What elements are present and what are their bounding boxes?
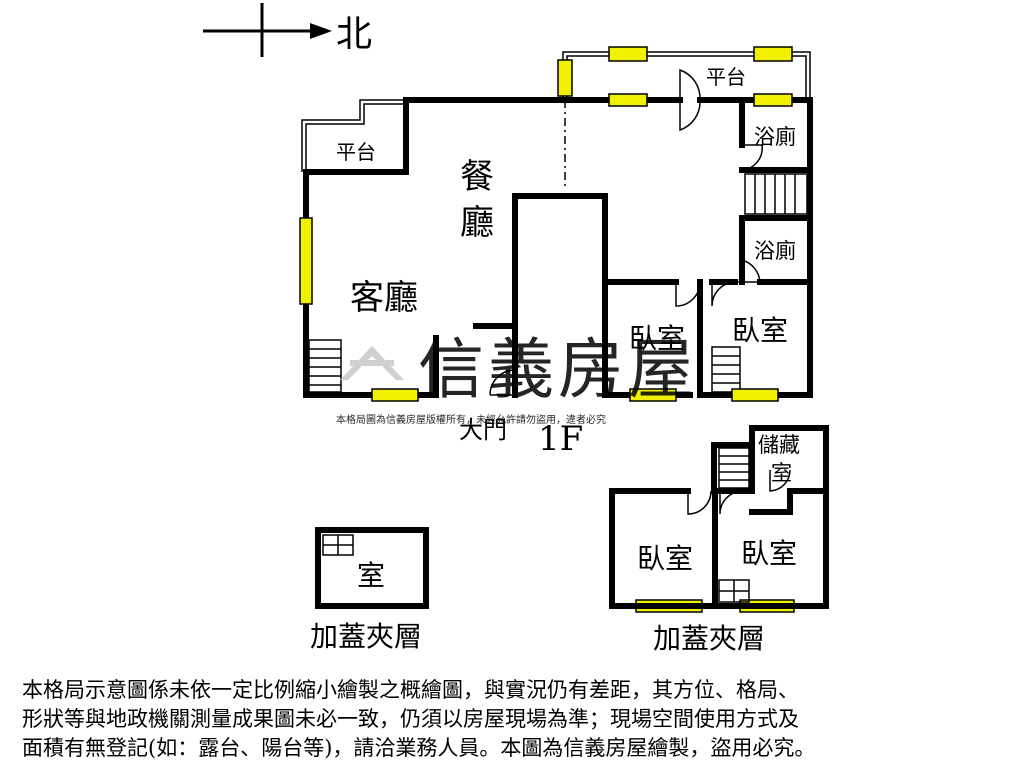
mezzanine-right-doors xyxy=(687,469,791,515)
room-label-dining-1: 餐 xyxy=(460,157,494,197)
room-label-mezz-small-room: 室 xyxy=(357,559,385,592)
mezzanine-left-label: 加蓋夾層 xyxy=(310,620,422,653)
stairs-living xyxy=(308,339,342,393)
room-label-platform-top: 平台 xyxy=(706,65,746,89)
watermark-logo-icon xyxy=(340,346,404,380)
door-swings xyxy=(489,68,763,396)
stairs-bath xyxy=(744,173,808,215)
watermark: 信義房屋 本格局圖為信義房屋版權所有，未經允許請勿盜用，違者必究 xyxy=(336,331,698,426)
compass-label: 北 xyxy=(336,14,372,55)
mezzanine-right-label: 加蓋夾層 xyxy=(653,622,765,655)
watermark-notice: 本格局圖為信義房屋版權所有，未經允許請勿盜用，違者必究 xyxy=(336,413,606,426)
room-label-bath-mid: 浴廁 xyxy=(754,239,796,263)
mezzanine-right-walls xyxy=(609,425,829,609)
watermark-brand: 信義房屋 xyxy=(418,331,698,408)
room-label-main-door: 大門 xyxy=(459,416,507,444)
stairs-mezzanine-left xyxy=(322,534,354,556)
room-label-bedroom-right: 臥室 xyxy=(732,314,788,347)
room-label-platform-left: 平台 xyxy=(336,140,376,164)
room-label-mezz-bedroom-left: 臥室 xyxy=(637,542,693,575)
room-label-storage-1: 儲藏 xyxy=(758,433,800,457)
stairs-mezzanine-right xyxy=(718,447,750,603)
disclaimer: 本格局示意圖係未依一定比例縮小繪製之概繪圖，與實況仍有差距，其方位、格局、 形狀… xyxy=(22,676,1012,763)
room-label-living: 客廳 xyxy=(350,278,418,318)
room-label-mezz-bedroom-right: 臥室 xyxy=(741,537,797,570)
north-arrow-icon xyxy=(203,3,332,57)
left-platform-outline xyxy=(301,99,408,172)
room-label-dining-2: 廳 xyxy=(460,203,494,243)
stairs-bedroom xyxy=(711,346,741,393)
room-label-bedroom-mid: 臥室 xyxy=(629,322,685,355)
disclaimer-line-1: 本格局示意圖係未依一定比例縮小繪製之概繪圖，與實況仍有差距，其方位、格局、 xyxy=(22,678,799,702)
room-label-storage-2: 室 xyxy=(771,461,792,485)
floor-label: 1F xyxy=(538,419,583,459)
disclaimer-line-3: 面積有無登記(如：露台、陽台等)，請洽業務人員。本圖為信義房屋繪製，盜用必究。 xyxy=(22,736,816,760)
room-label-bath-top: 浴廁 xyxy=(754,125,796,149)
mezzanine-left-walls xyxy=(315,527,429,609)
disclaimer-line-2: 形狀等與地政機關測量成果圖未必一致，仍須以房屋現場為準；現場空間使用方式及 xyxy=(22,707,799,731)
